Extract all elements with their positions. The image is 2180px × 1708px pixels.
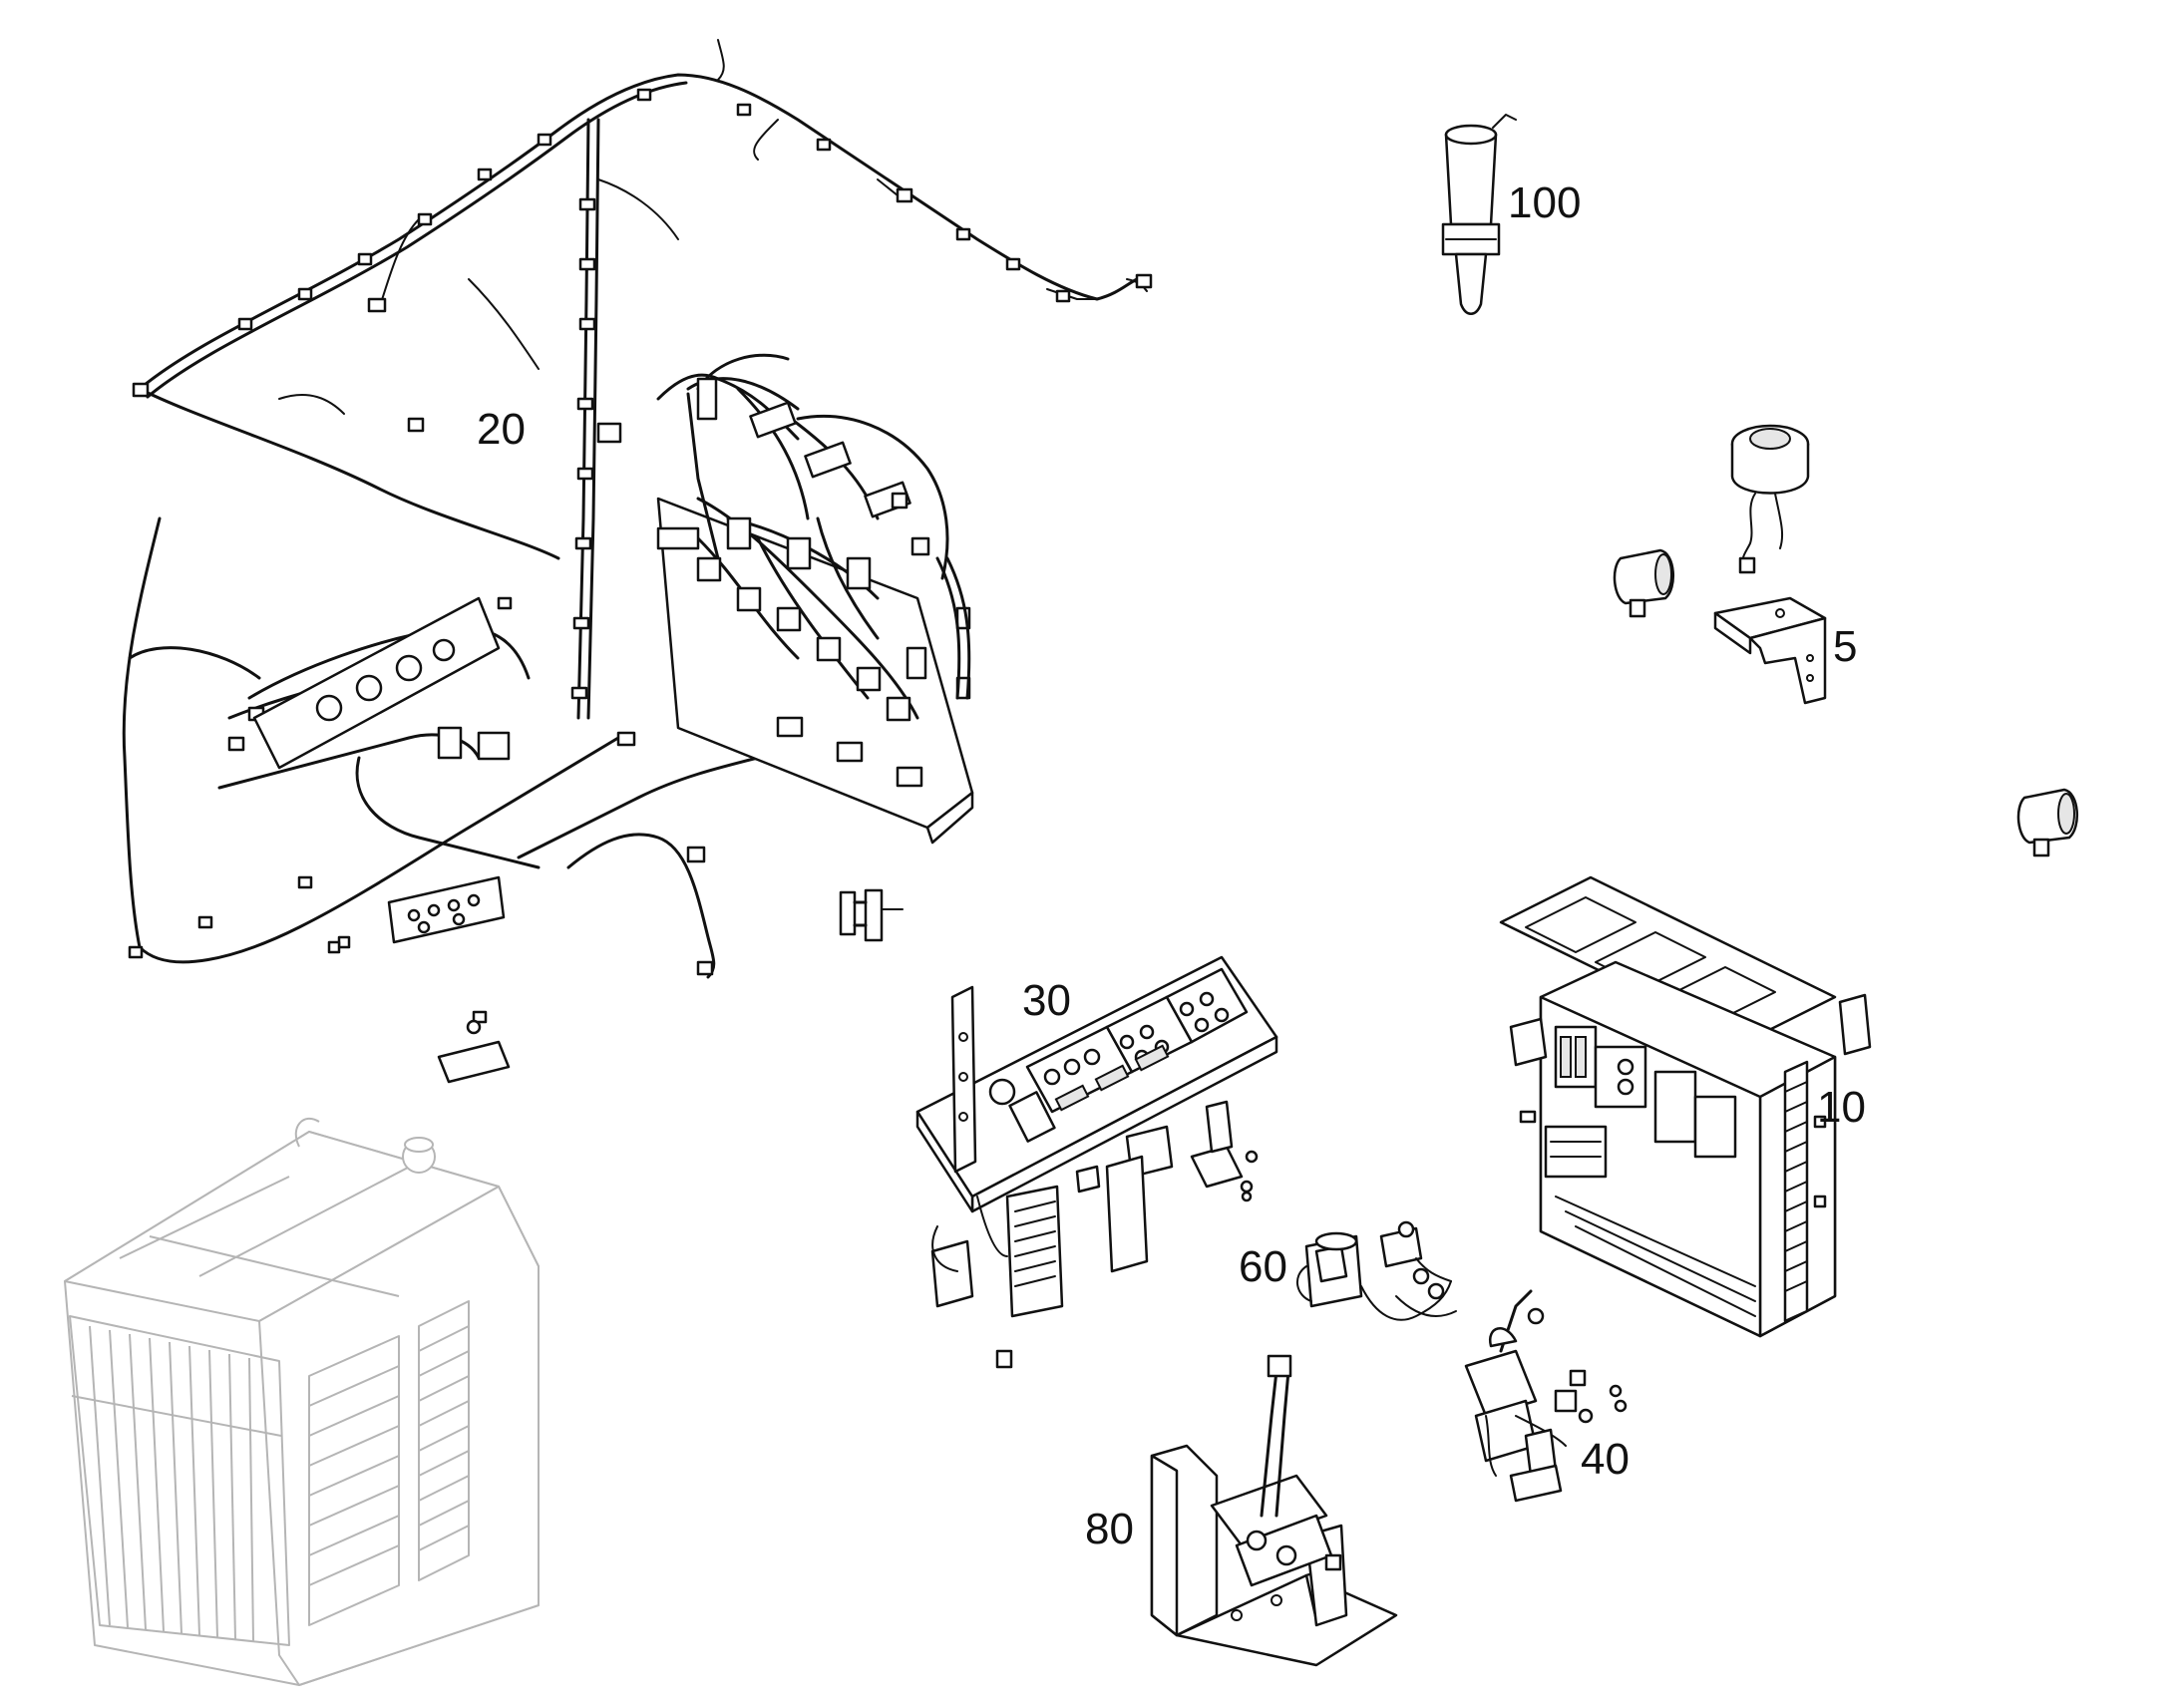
- pedal-frame: [1150, 1354, 1398, 1667]
- control-lever: [1464, 1289, 1628, 1503]
- callout-5: 5: [1833, 622, 1857, 671]
- wiring-harness: [122, 39, 1153, 1084]
- cab-frame-ghost: [64, 1117, 540, 1686]
- callout-60: 60: [1239, 1242, 1287, 1291]
- callout-100: 100: [1508, 178, 1581, 227]
- callout-20: 20: [477, 405, 526, 454]
- callout-40: 40: [1581, 1435, 1630, 1484]
- control-console: [915, 955, 1278, 1369]
- work-light-assembly: [1613, 424, 2079, 857]
- callout-10: 10: [1817, 1083, 1866, 1132]
- distribution-panel: [656, 377, 974, 845]
- joystick-module: [1296, 1220, 1457, 1321]
- callout-30: 30: [1022, 976, 1071, 1025]
- electrical-cabinet: [1499, 875, 1872, 1338]
- callout-labels: 100 20 5 30 10 60 40 80: [477, 178, 1866, 1553]
- beacon-lamp: [1441, 114, 1517, 315]
- callout-80: 80: [1085, 1505, 1134, 1553]
